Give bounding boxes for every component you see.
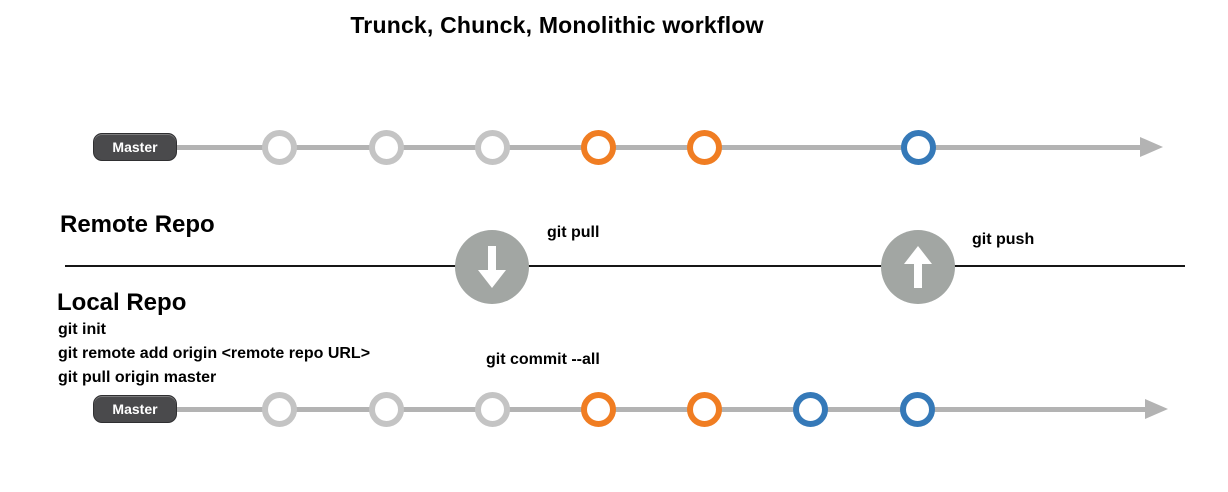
commit-node-gray <box>262 130 297 165</box>
commit-node-gray <box>262 392 297 427</box>
git-pull-label: git pull <box>547 224 600 241</box>
commit-node-gray <box>475 392 510 427</box>
git-commit-label: git commit --all <box>486 351 600 368</box>
commit-node-blue <box>793 392 828 427</box>
commit-node-orange <box>687 130 722 165</box>
commit-node-blue <box>900 392 935 427</box>
local-setup-commands: git init git remote add origin <remote r… <box>58 318 370 390</box>
arrow-up-icon <box>904 246 932 288</box>
commit-node-gray <box>369 392 404 427</box>
arrow-down-icon <box>478 246 506 288</box>
command-git-remote-add: git remote add origin <remote repo URL> <box>58 345 371 362</box>
remote-timeline-arrowhead-icon <box>1140 137 1163 157</box>
remote-repo-label: Remote Repo <box>60 211 215 238</box>
local-timeline-arrowhead-icon <box>1145 399 1168 419</box>
local-master-badge: Master <box>93 395 177 423</box>
git-push-label: git push <box>972 231 1035 248</box>
remote-timeline-track <box>176 145 1141 150</box>
local-repo-label: Local Repo <box>57 289 187 316</box>
diagram-title: Trunck, Chunck, Monolithic workflow <box>350 12 764 38</box>
command-git-init: git init <box>58 321 106 338</box>
remote-master-badge: Master <box>93 133 177 161</box>
git-push-icon <box>881 230 955 304</box>
repo-divider-line <box>65 265 1185 267</box>
commit-node-orange <box>687 392 722 427</box>
commit-node-orange <box>581 392 616 427</box>
command-git-pull-origin: git pull origin master <box>58 369 217 386</box>
commit-node-orange <box>581 130 616 165</box>
commit-node-gray <box>475 130 510 165</box>
git-pull-icon <box>455 230 529 304</box>
commit-node-gray <box>369 130 404 165</box>
local-timeline-track <box>176 407 1146 412</box>
commit-node-blue <box>901 130 936 165</box>
